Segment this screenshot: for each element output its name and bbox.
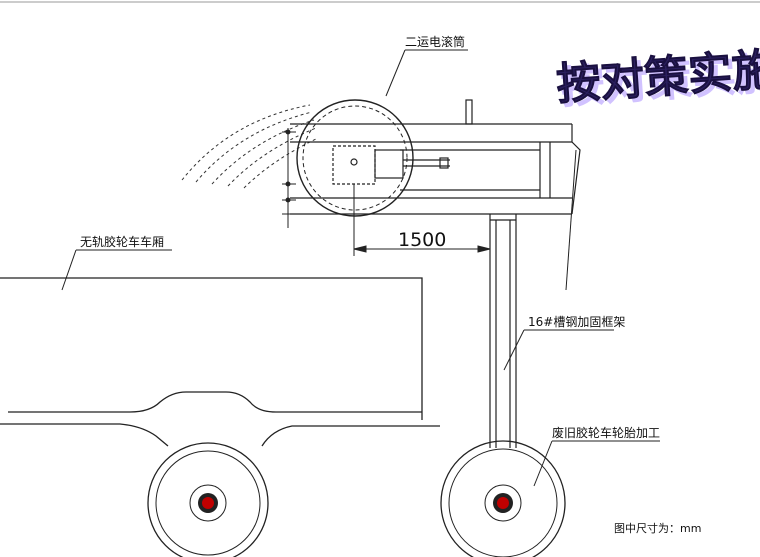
car-body	[0, 277, 440, 447]
support-frame	[290, 99, 581, 215]
label-car: 无轨胶轮车车厢	[80, 234, 164, 249]
label-tire: 废旧胶轮车轮胎加工	[552, 425, 660, 440]
leader-lines	[61, 49, 660, 487]
support-post	[489, 214, 517, 448]
label-frame: 16#槽钢加固框架	[528, 315, 625, 329]
right-wheel	[440, 440, 566, 557]
roller-drum	[296, 99, 414, 217]
unit-note: 图中尺寸为：mm	[614, 521, 701, 535]
left-wheel	[147, 442, 269, 557]
motor-box	[332, 145, 450, 185]
dimension-value: 1500	[398, 229, 446, 251]
label-roller: 二运电滚筒	[405, 34, 465, 49]
left-ticks	[282, 128, 296, 228]
